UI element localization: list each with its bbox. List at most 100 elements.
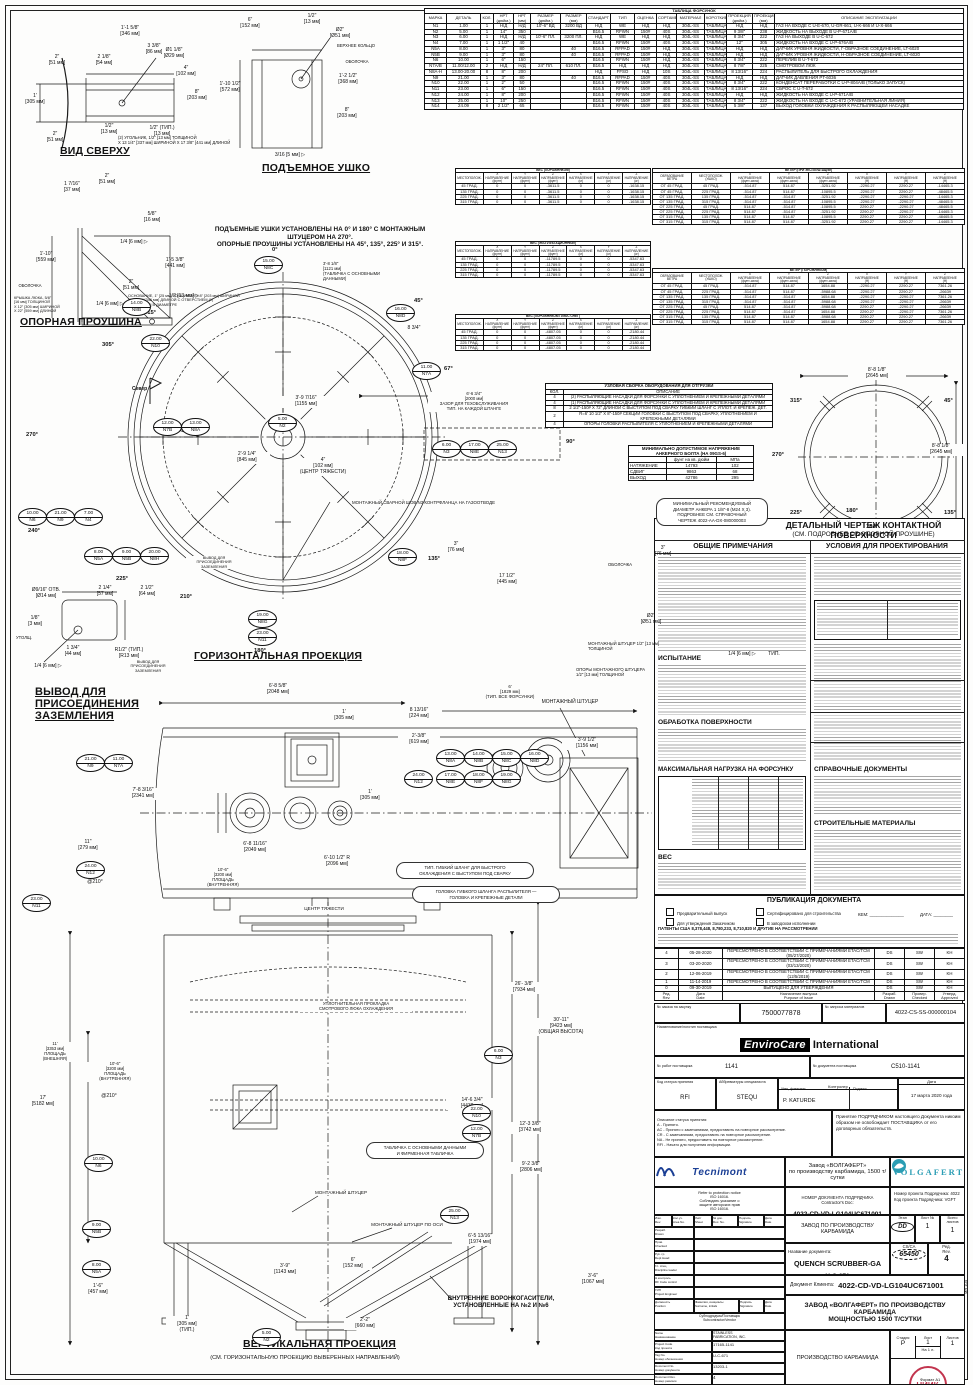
contractor-acceptance-note: Принятие ПОДРЯДЧИКОМ настоящего Документ… <box>832 1110 965 1157</box>
note-label: УПЛОТНИТЕЛЬНАЯ ПРОКЛАДКА СМОТРОВОГО ЛЮКА… <box>300 1001 412 1012</box>
angle-label: 180° <box>866 524 878 530</box>
table-cell: DS <box>874 947 905 960</box>
table-cell: ТАБЛИЦА <box>704 45 727 53</box>
microtext-block <box>658 934 958 945</box>
project-code-label: Project Code Код проекта <box>654 1341 712 1352</box>
checkbox-as-built[interactable]: В заводском исполнении <box>756 918 815 926</box>
dim-label: 2" [51 мм] <box>46 131 64 143</box>
sig-header: Лист Sheet <box>694 1215 712 1227</box>
dim-label: 1'-5 3/8" [441 мм] <box>165 257 185 269</box>
lists-value: 1 <box>950 1340 955 1347</box>
dim-label: 6" [152 мм] <box>334 1257 372 1270</box>
checkbox-icon[interactable] <box>756 908 764 916</box>
checkbox-icon[interactable] <box>756 918 764 926</box>
vortex-breaker-note: ВНУТРЕННИЕ ВОРОНКОГАСИТЕЛИ, УСТАНОВЛЕННЫ… <box>447 1296 555 1310</box>
weld-label: 1/2 [13 мм] ▷ <box>168 293 200 299</box>
table-cell: ГАЗ НА ВЫХОДЕ В U-C-672 <box>774 34 964 42</box>
table-cell: -1638.15 <box>622 198 651 205</box>
sig-header: Подпись Signature <box>738 1215 764 1227</box>
surface-section-header: ОБРАБОТКА ПОВЕРХНОСТИ <box>658 719 752 726</box>
dim-label: 2 1/4" [57 мм] <box>96 585 114 597</box>
table-cell: ПЕРЕСМОТРЕНО В СООТВЕТСТВИИ С ПРИМЕЧАНИЯ… <box>722 958 875 970</box>
table-cell: 65 <box>513 103 531 111</box>
table-cell: -3611.5 <box>538 198 568 205</box>
weight-section-header: ВЕС <box>658 854 672 861</box>
table-cell: 150# <box>634 103 657 111</box>
microtext-block <box>814 830 961 890</box>
stage-value: DD <box>891 1222 914 1232</box>
note-label: ОБОЛОЧКА <box>345 59 369 64</box>
checkbox-customer-approval[interactable]: Для утверждения Заказчиком <box>666 918 735 926</box>
volgafert-logo-icon <box>892 1159 906 1173</box>
subcontractor-label: Субподрядчик/Поставщик Subcontractor/Ven… <box>654 1313 785 1330</box>
client-doc-cell: Документ Клиента:4022-CD-VD-LG104UC67100… <box>785 1275 965 1295</box>
table-row: ОТ 135 ГРАД.135 ГРАД.-514.87-514.87-3251… <box>652 193 965 200</box>
csca-label: CS/CA <box>902 1244 916 1249</box>
weight-table-empty-plus-snow: ВЕС (ПОРОЖНЯКОМ ПЛЮС СНЕГ) МЕСТОПОЛОЖ.X … <box>455 313 651 351</box>
dim-label: 1' [305 мм] <box>326 709 362 722</box>
top-view-title: ВИД СВЕРХУ <box>60 145 130 157</box>
name-value: STAINLESS FABRICATION, INC. <box>712 1330 785 1341</box>
checkbox-icon[interactable] <box>666 918 674 926</box>
table-cell: N14 <box>424 103 447 111</box>
weight-table-empty: ВЕС (ПОРОЖНЯКОМ) МЕСТОПОЛОЖ.X НАПРАВЛЕНИ… <box>455 167 651 205</box>
rev-label: Ред. Rev. <box>942 1244 951 1254</box>
table-cell: 40S <box>656 103 677 111</box>
dim-label: 8 3/4" <box>398 325 430 332</box>
dim-label: 8'-8 1/8" [2645 мм] <box>848 367 906 380</box>
table-cell: -14465.3 <box>925 183 965 190</box>
table-row: 4(2) РАСПЫЛЯЮЩИЕ НАСАДКИ ДЛЯ ФОРСУНКИ С … <box>545 394 773 401</box>
microtext-block <box>814 776 961 816</box>
sig-row-label: Н.контроль RF Code control <box>654 1275 694 1287</box>
table-cell: ТАБЛИЦА <box>704 74 727 82</box>
table-cell: 315 ГРАД. <box>455 271 484 278</box>
sig-header: Дата Date <box>764 1215 785 1227</box>
table-cell: 42786 <box>666 474 717 481</box>
contractor-doc-number: 4022-CD-VD-LG104UC671001 <box>793 1211 882 1215</box>
table-cell: KH <box>934 968 965 981</box>
angle-label: 315° <box>790 398 802 404</box>
patents-note: ПАТЕНТЫ США 8,378,448, 8,780,233, 8,710,… <box>658 926 818 931</box>
angle-label: 210° <box>180 594 192 600</box>
rev-value: 4 <box>944 1254 949 1263</box>
table-cell: -48465.5 <box>925 203 965 210</box>
nameplate-note: ТАБЛИЧКА С ОСНОВНЫМИ ДАННЫМИ И ФИРМЕННАЯ… <box>366 1142 484 1159</box>
table-cell: ПЕРЕСМОТРЕНО В СООТВЕТСТВИИ С ПРИМЕЧАНИЯ… <box>722 979 875 987</box>
table-cell: 514.87 <box>730 319 770 326</box>
table-cell: ТАБЛИЦА <box>704 28 727 36</box>
status-code-label: Код статуса принятия <box>657 1080 694 1084</box>
table-cell: ТАБЛИЦА <box>704 40 727 47</box>
checkbox-preliminary[interactable]: Предварительный выпуск <box>666 908 727 916</box>
table-cell: -48465.5 <box>925 188 965 195</box>
publication-title: ПУБЛИКАЦИЯ ДОКУМЕНТА <box>766 897 862 904</box>
design-conditions-header: УСЛОВИЯ ДЛЯ ПРОЕКТИРОВАНИЯ <box>826 543 948 550</box>
dim-label: R1/2" (ТИП.) [R13 мм] <box>114 647 144 659</box>
elevation-subtitle: (СМ. ГОРИЗОНТАЛЬНУЮ ПРОЕКЦИЮ ВЫВЕРЕННЫХ … <box>210 1355 400 1361</box>
table-cell: 5 3/8" <box>726 103 753 111</box>
csca-stamp: 65450 <box>892 1249 926 1260</box>
checkbox-icon[interactable] <box>666 908 674 916</box>
angle-label: 240° <box>28 528 40 534</box>
tag-no-value: U-C-671 <box>712 1352 785 1363</box>
checkbox-certified[interactable]: Сертифицировано для строительства <box>756 908 841 916</box>
